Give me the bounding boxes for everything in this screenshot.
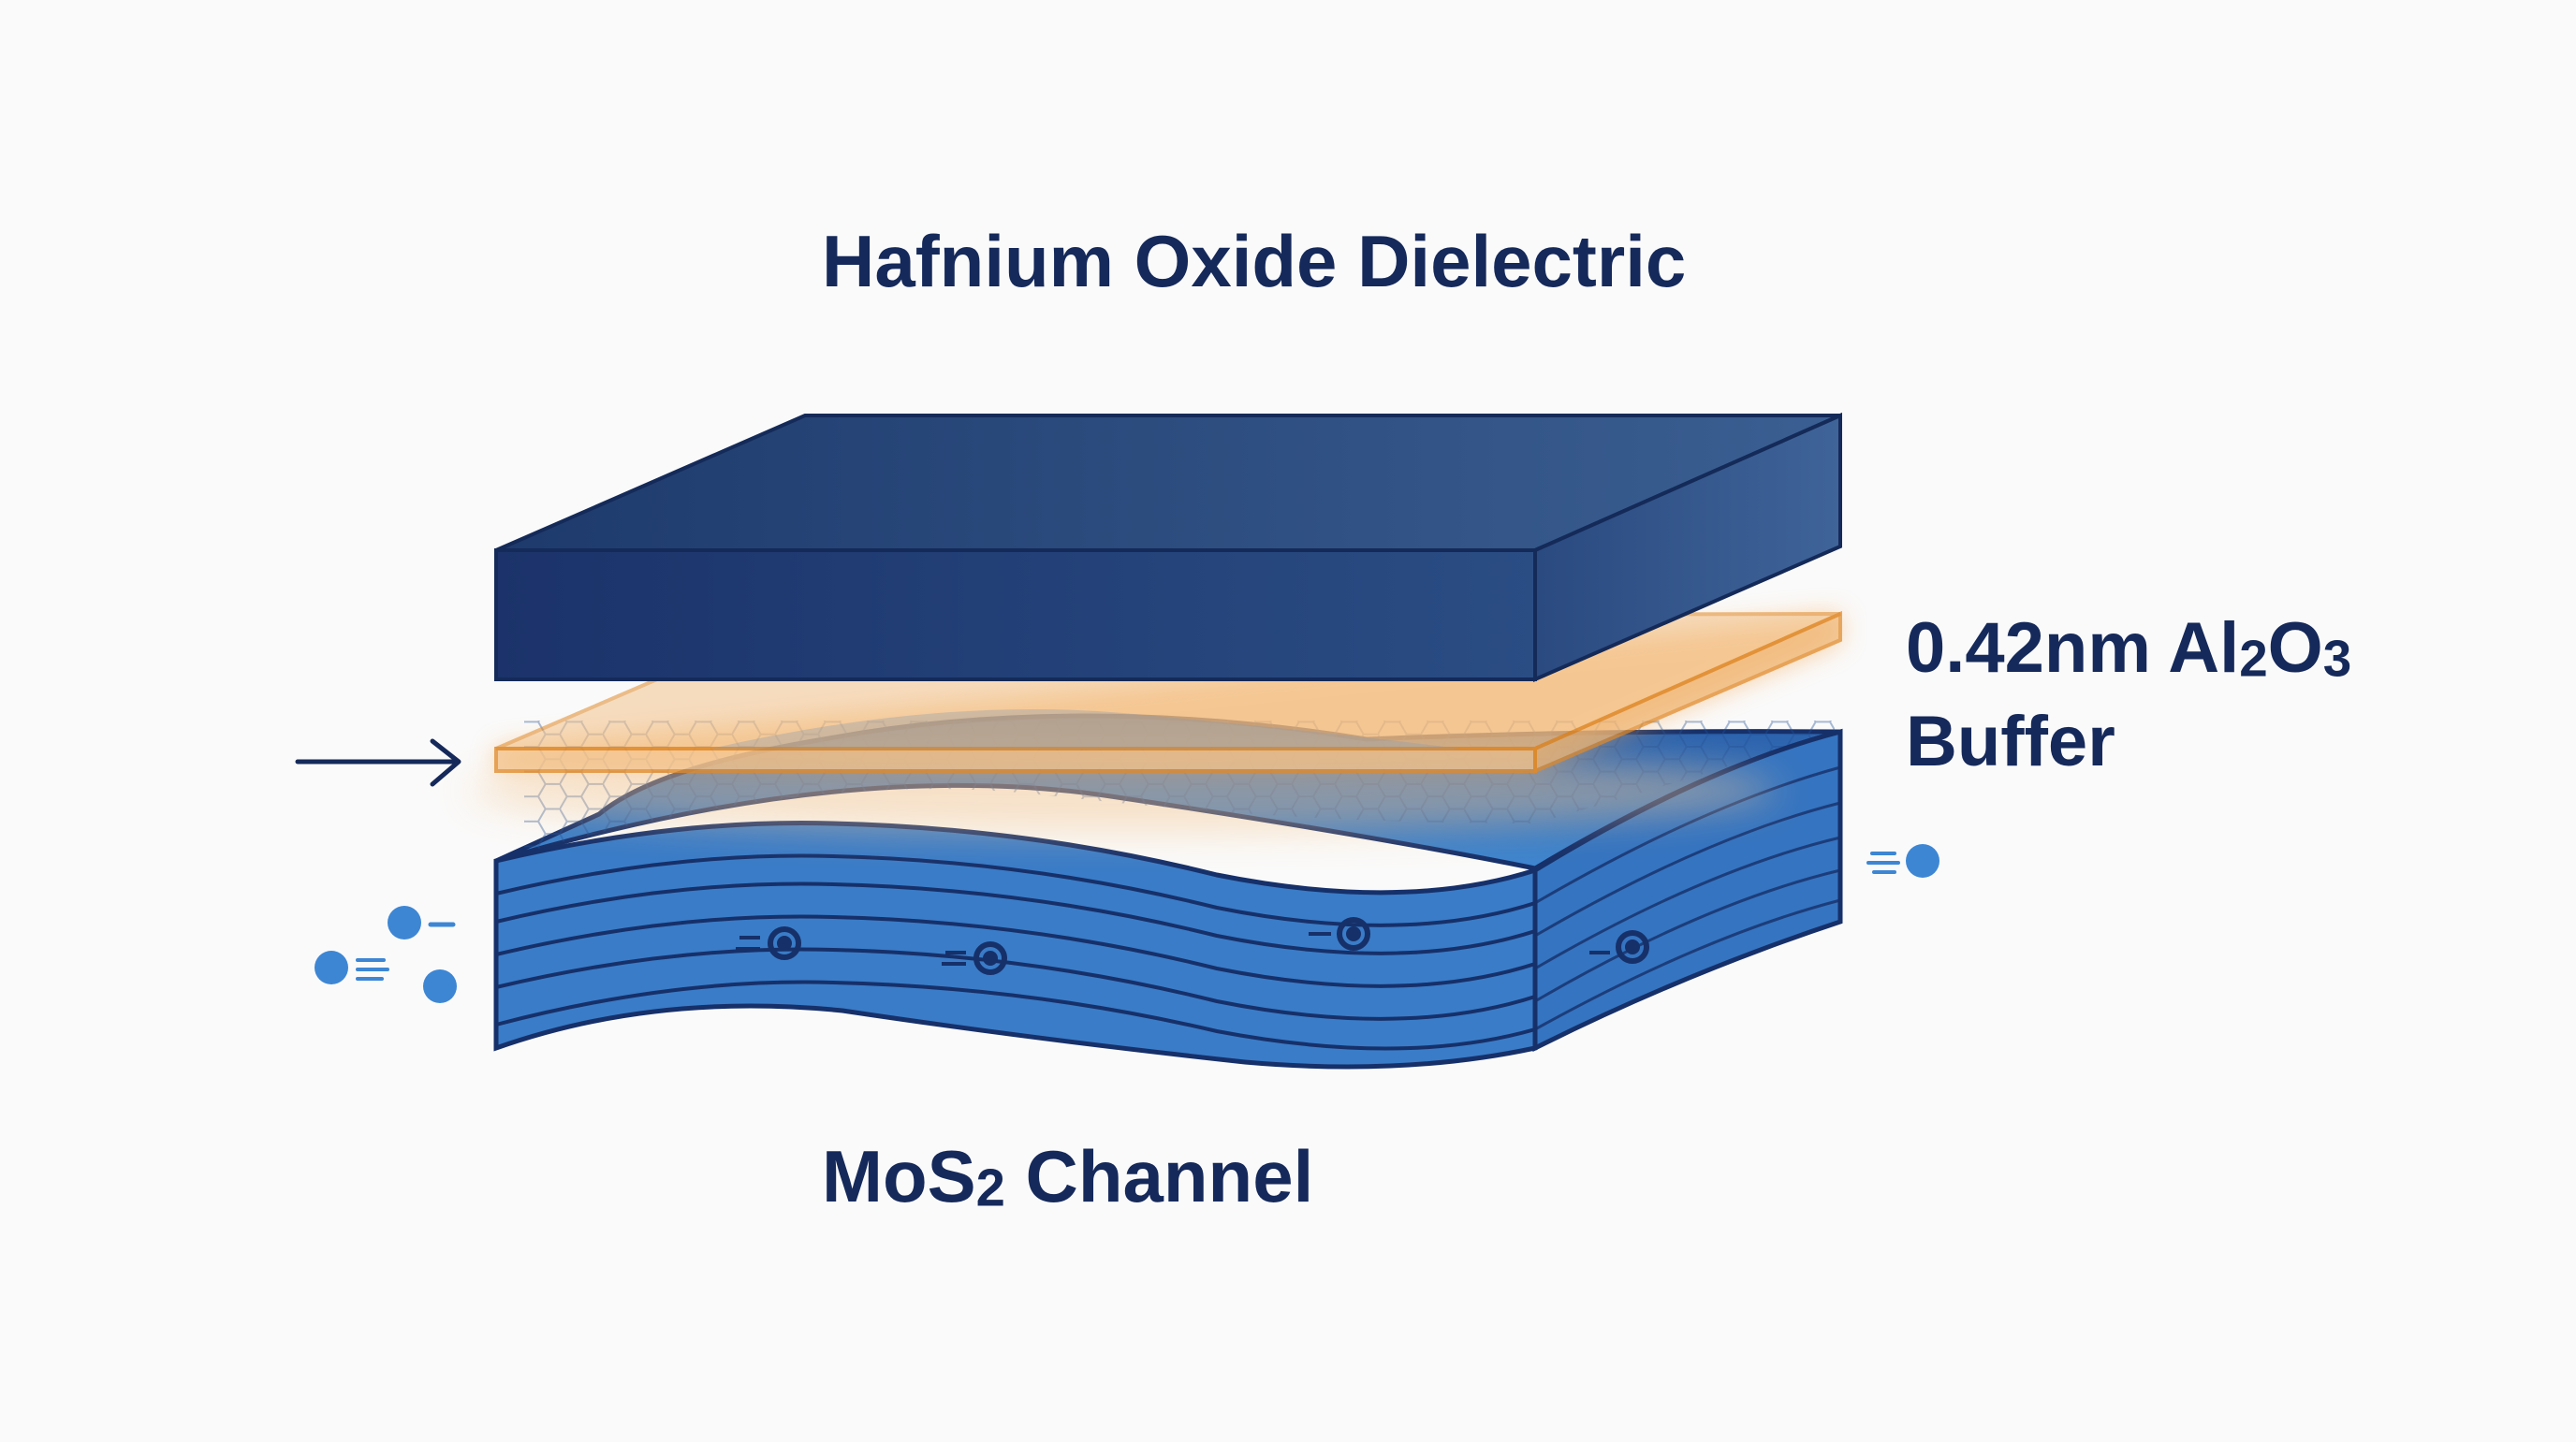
dielectric-label: Hafnium Oxide Dielectric <box>822 220 1687 302</box>
hafnium-oxide-dielectric <box>494 412 1842 683</box>
buffer-label-subscript: 3 <box>2322 629 2352 688</box>
buffer-side-face <box>1533 610 1842 775</box>
dielectric-side-face <box>1533 412 1842 683</box>
electron-carrier-icon <box>315 951 389 984</box>
channel-front-face <box>493 821 1538 1070</box>
mos2-channel <box>493 713 1843 1070</box>
buffer-label: 0.42nm Al2O3 Buffer <box>1906 606 2351 784</box>
electron-carrier-icon <box>1589 930 1649 964</box>
channel-label-subscript: 2 <box>975 1158 1005 1217</box>
electron-carrier-icon <box>388 906 456 939</box>
arrow-right-icon <box>295 738 461 787</box>
buffer-front-face <box>494 747 1537 773</box>
buffer-label-subscript: 2 <box>2239 629 2268 688</box>
buffer-label-line2: Buffer <box>1906 702 2115 782</box>
channel-side-lines <box>1534 765 1841 1031</box>
channel-layer-lines <box>495 853 1536 1051</box>
electron-carrier-icon <box>942 941 1007 975</box>
dielectric-front-face <box>494 548 1537 681</box>
channel-label-text: MoS <box>822 1135 976 1217</box>
electron-carrier-icon <box>736 926 801 960</box>
channel-label-text: Channel <box>1004 1135 1314 1217</box>
electron-carrier-icon <box>1866 844 1939 878</box>
buffer-label-text: O <box>2267 608 2323 688</box>
buffer-label-text: 0.42nm Al <box>1906 608 2240 688</box>
electron-carrier-icon <box>1309 917 1370 951</box>
electron-carrier-icon <box>423 969 457 1003</box>
channel-label: MoS2 Channel <box>822 1140 1313 1215</box>
